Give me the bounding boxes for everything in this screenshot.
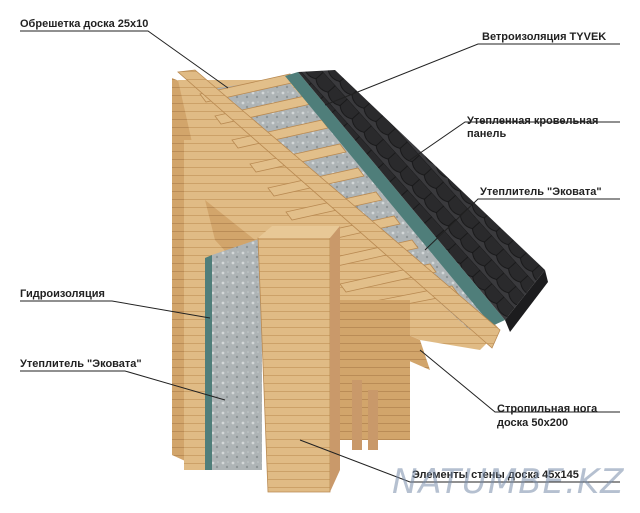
roof-covering (285, 70, 548, 332)
label-stropilnaya-line1: Стропильная нога (497, 403, 598, 415)
label-uteplitel-left: Утеплитель "Эковата" (20, 358, 142, 370)
label-vetroizolyaciya: Ветроизоляция TYVEK (482, 31, 607, 43)
leader-element-steny (299, 439, 620, 483)
wall-insulation (205, 238, 262, 470)
leader-gidroizolyaciya (20, 300, 211, 319)
rafter-leg (177, 69, 501, 349)
label-stropilnaya-line2: доска 50х200 (497, 417, 569, 429)
leader-vetroizolyaciya (324, 43, 620, 106)
label-panel-line1: Утепленная кровельная (467, 115, 599, 127)
wall-boards (257, 226, 410, 493)
label-uteplitel-top: Утеплитель "Эковата" (480, 186, 602, 198)
leader-lines (20, 30, 620, 483)
leader-uteplitel-left (20, 370, 226, 401)
watermark-logo: NATUMBE.KZ (392, 462, 625, 502)
leader-stropilnaya (419, 349, 620, 413)
label-obreshetka: Обрешетка доска 25х10 (20, 18, 149, 30)
label-gidroizolyaciya: Гидроизоляция (20, 288, 105, 300)
leader-uteplitel-top (424, 198, 620, 251)
label-panel-line2: панель (467, 128, 507, 140)
label-element-steny: Элементы стены доска 45х145 (412, 469, 579, 481)
leader-panel (409, 121, 620, 161)
leader-obreshetka (20, 30, 229, 89)
